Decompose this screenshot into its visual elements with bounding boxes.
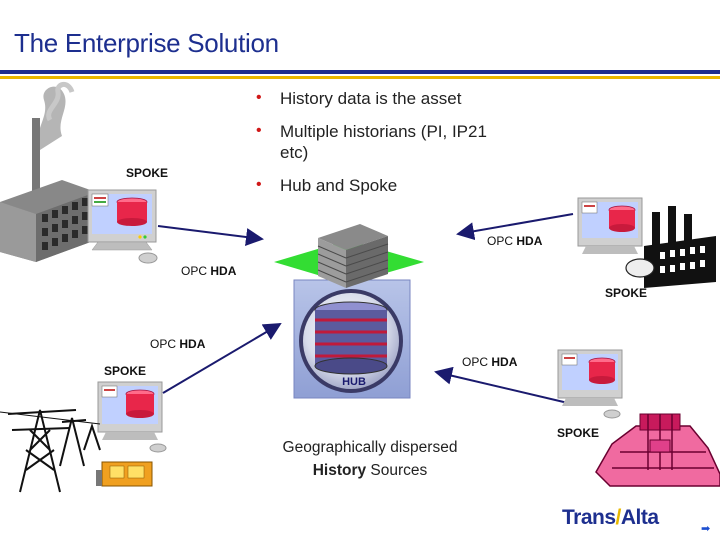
workstation-icon [97,381,167,453]
bullet-item: •Hub and Spoke [256,176,398,195]
connection-label: OPC HDA [487,234,543,248]
database-icon [299,289,403,393]
bullet-icon: • [256,89,262,106]
workstation-icon [577,197,643,254]
workstation-icon [87,189,158,264]
connector-arrow [434,366,569,404]
bullet-item: •Multiple historians (PI, IP21 etc) [256,122,487,162]
instrument-box-icon [96,461,153,487]
spoke-label: SPOKE [605,286,648,300]
connector-arrow [157,225,264,246]
workstation-icon [557,349,623,419]
spoke-label: SPOKE [126,166,169,180]
connector-arrow [162,322,282,394]
power-tower-icon [0,409,101,493]
company-logo: Trans/Alta [562,506,659,529]
page-title: The Enterprise Solution [14,28,279,58]
title-rule-yellow [0,76,720,79]
connector-arrow [456,213,574,241]
bullet-icon: • [256,122,262,139]
connection-label: OPC HDA [150,337,206,351]
title-rule-blue [0,70,720,74]
server-stack-icon [317,224,389,288]
connection-label: OPC HDA [181,264,237,278]
hub-label: HUB [342,376,366,388]
refinery-icon [595,413,720,487]
caption: Geographically dispersed History Sources [282,439,458,479]
spoke-label: SPOKE [557,426,600,440]
bullet-item: •History data is the asset [256,89,462,108]
factory-icon [0,82,96,262]
spoke-label: SPOKE [104,364,147,378]
bullet-list: •History data is the asset •Multiple his… [254,88,514,208]
next-arrow-icon[interactable]: ➡ [701,523,711,535]
bullet-icon: • [256,176,262,193]
industrial-plant-icon [625,206,716,288]
connection-label: OPC HDA [462,355,518,369]
